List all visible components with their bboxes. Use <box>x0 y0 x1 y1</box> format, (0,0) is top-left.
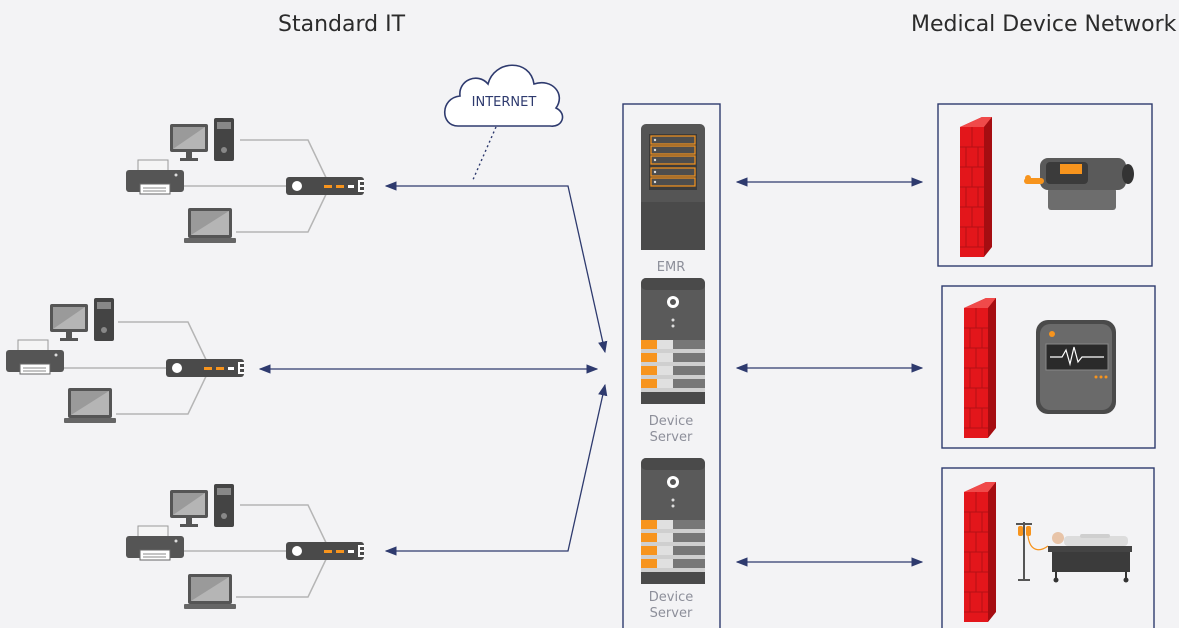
emr-server-label: EMR <box>628 260 714 276</box>
link-line <box>240 504 331 552</box>
standard-it-header: Standard IT <box>278 12 406 37</box>
link-line <box>236 185 331 233</box>
network-switch-icon <box>286 177 364 195</box>
device-server-icon <box>641 278 705 404</box>
desktop-computer-icon <box>170 484 234 527</box>
arrow-it1-to-server <box>384 181 608 354</box>
infusion-pump-icon <box>1024 158 1134 210</box>
medical-device-box-2 <box>941 285 1156 449</box>
device-server-icon <box>641 458 705 584</box>
link-line <box>236 550 331 598</box>
internet-cloud-icon <box>444 64 564 127</box>
firewall-icon <box>963 297 997 439</box>
printer-icon <box>125 159 185 195</box>
laptop-icon <box>64 388 116 423</box>
device-server-label-1: Device Server <box>628 414 714 446</box>
device-server-label-2: Device Server <box>628 590 714 622</box>
server-column-frame <box>622 103 721 628</box>
device-server-label-2-line1: Device <box>648 590 694 605</box>
device-server-label-1-line2: Server <box>649 430 693 445</box>
arrow-it3-to-server <box>384 383 608 556</box>
it-group-2 <box>5 298 244 423</box>
desktop-computer-icon <box>170 118 234 161</box>
firewall-icon <box>963 481 997 623</box>
internet-label: INTERNET <box>471 95 537 110</box>
device-server-label-1-line1: Device <box>648 414 694 429</box>
medical-device-box-1 <box>937 103 1153 267</box>
medical-device-box-3 <box>941 467 1155 628</box>
network-switch-icon <box>286 542 364 560</box>
laptop-icon <box>184 574 236 609</box>
network-switch-icon <box>166 359 244 377</box>
desktop-computer-icon <box>50 298 114 341</box>
medical-device-network-header: Medical Device Network <box>911 12 1177 37</box>
device-server-label-2-line2: Server <box>649 606 693 621</box>
firewall-icon <box>959 116 993 258</box>
laptop-icon <box>184 208 236 243</box>
it-group-1 <box>125 118 364 243</box>
internet-link-dotted <box>471 126 497 183</box>
it-group-3 <box>125 484 364 609</box>
link-line <box>116 367 211 415</box>
link-line <box>240 139 331 187</box>
printer-icon <box>125 525 185 561</box>
emr-server-label-line1: EMR <box>656 260 686 275</box>
patient-monitor-icon <box>1036 320 1116 414</box>
patient-bed-icon <box>1016 522 1132 583</box>
emr-server-icon <box>640 123 706 251</box>
printer-icon <box>5 339 65 375</box>
link-line <box>118 321 211 369</box>
